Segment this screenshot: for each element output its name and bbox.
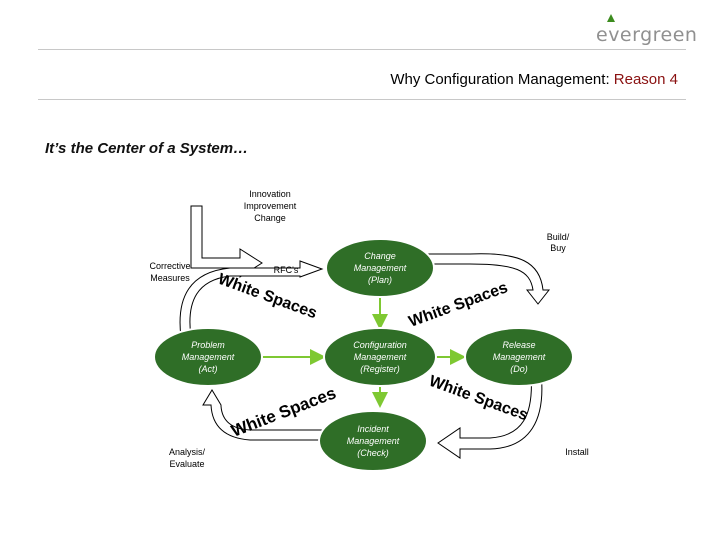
config-line-3: (Register)	[360, 364, 400, 374]
innovation-line-1: Innovation	[249, 189, 291, 199]
slide-header-accent: Reason 4	[613, 71, 678, 88]
slide-header: Why Configuration Management: Reason 4	[390, 71, 678, 88]
logo-text: evergreen	[596, 24, 698, 46]
header-divider	[38, 99, 686, 100]
node-incident-management: Incident Management (Check)	[318, 410, 428, 472]
change-line-2: Management	[354, 263, 407, 273]
logo-triangle-icon	[607, 14, 615, 22]
slide-header-main: Why Configuration Management:	[390, 71, 614, 88]
cycle-arrows	[179, 205, 551, 459]
analysis-line-2: Evaluate	[169, 459, 204, 469]
corrective-label: Corrective Measures	[149, 261, 190, 283]
install-label: Install	[565, 447, 589, 457]
evergreen-logo: evergreen	[596, 10, 697, 46]
corrective-line-1: Corrective	[149, 261, 190, 271]
innovation-label: Innovation Improvement Change	[244, 189, 297, 223]
release-line-2: Management	[493, 352, 546, 362]
node-change-management: Change Management (Plan)	[325, 238, 435, 298]
top-divider	[38, 49, 686, 50]
arrow-innovation-to-change	[190, 205, 263, 278]
problem-line-1: Problem	[191, 340, 225, 350]
arrow-problem-to-change	[179, 260, 324, 338]
analysis-line-1: Analysis/	[169, 447, 206, 457]
arrow-change-to-release	[427, 253, 551, 305]
arrow-incident-to-problem	[202, 389, 331, 441]
problem-line-3: (Act)	[199, 364, 218, 374]
green-connectors	[248, 283, 466, 408]
arrow-release-to-incident	[437, 372, 543, 459]
build-buy-line-1: Build/	[547, 232, 570, 242]
innovation-line-2: Improvement	[244, 201, 297, 211]
corrective-line-2: Measures	[150, 273, 190, 283]
release-line-1: Release	[502, 340, 535, 350]
node-configuration-management: Configuration Management (Register)	[323, 327, 437, 387]
problem-line-2: Management	[182, 352, 235, 362]
node-problem-management: Problem Management (Act)	[153, 327, 263, 387]
config-line-2: Management	[354, 352, 407, 362]
config-line-1: Configuration	[353, 340, 407, 350]
incident-line-2: Management	[347, 436, 400, 446]
build-buy-label: Build/ Buy	[547, 232, 570, 253]
change-line-3: (Plan)	[368, 275, 392, 285]
rfcs-label: RFC's	[274, 265, 299, 275]
incident-line-1: Incident	[357, 424, 389, 434]
incident-line-3: (Check)	[357, 448, 389, 458]
analysis-label: Analysis/ Evaluate	[169, 447, 206, 469]
slide-title: It’s the Center of a System…	[45, 140, 249, 157]
build-buy-line-2: Buy	[550, 243, 566, 253]
release-line-3: (Do)	[510, 364, 528, 374]
white-spaces-top-left: White Spaces	[216, 271, 320, 323]
innovation-line-3: Change	[254, 213, 286, 223]
node-release-management: Release Management (Do)	[464, 327, 574, 387]
change-line-1: Change	[364, 251, 396, 261]
